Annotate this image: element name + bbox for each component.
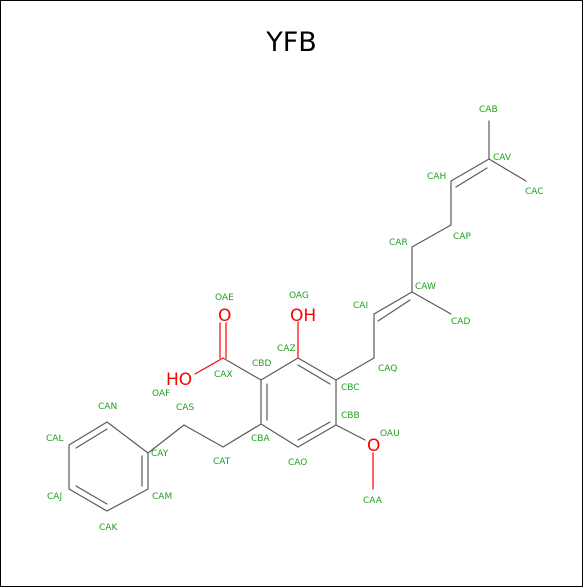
acid-hydroxyl-label: HO xyxy=(166,370,192,390)
atom-label: CAT xyxy=(213,457,231,467)
atom-label: CAM xyxy=(152,492,172,502)
bond xyxy=(450,158,490,182)
bond xyxy=(183,424,224,448)
bond xyxy=(260,357,299,381)
bond xyxy=(335,424,366,441)
bond xyxy=(411,291,452,315)
bond xyxy=(75,485,108,505)
bond xyxy=(297,364,331,385)
atom-label: CBA xyxy=(251,434,270,444)
bond xyxy=(75,428,108,449)
bond xyxy=(488,158,527,182)
atom-label: CAJ xyxy=(47,492,62,502)
bond xyxy=(194,357,224,375)
bond xyxy=(335,357,375,381)
atom-labels: CAB CAV CAC CAH CAP CAR CAW CAI CAD OAE … xyxy=(46,105,544,533)
atom-label: CAH xyxy=(427,172,446,182)
bond xyxy=(411,224,452,248)
bond xyxy=(377,299,411,322)
bond xyxy=(106,421,149,454)
atom-label: CAB xyxy=(479,105,498,115)
atom-label: CAR xyxy=(389,238,408,248)
atom-label: CAO xyxy=(288,458,307,468)
bond xyxy=(373,291,413,315)
bond xyxy=(222,423,262,448)
atom-label: CAA xyxy=(363,496,383,506)
bond xyxy=(147,424,185,454)
atom-label: OAE xyxy=(215,293,234,303)
atom-label: CAQ xyxy=(378,364,397,374)
atom-label: OAU xyxy=(380,429,400,439)
atom-label: CBC xyxy=(341,383,360,393)
atom-label: CAD xyxy=(451,317,470,327)
bonds-layer xyxy=(68,120,527,512)
atom-label: CAN xyxy=(98,402,117,412)
atom-label: OAF xyxy=(152,389,170,399)
phenol-hydroxyl-label: OH xyxy=(290,306,316,326)
atom-label: CBB xyxy=(341,411,360,421)
atom-label: OAG xyxy=(289,291,309,301)
bond xyxy=(68,488,108,512)
bond xyxy=(260,423,299,448)
atom-label: CAW xyxy=(415,282,436,292)
bond xyxy=(455,167,488,188)
bond xyxy=(68,421,108,446)
methoxy-oxygen-label: O xyxy=(367,436,380,456)
atom-label: CAY xyxy=(151,449,169,459)
atom-label: CAL xyxy=(46,434,63,444)
atom-label: CBD xyxy=(252,359,271,369)
atom-label: CAK xyxy=(99,523,118,533)
bond xyxy=(106,488,149,512)
atom-label: CAZ xyxy=(277,344,296,354)
bond xyxy=(297,424,337,448)
bond xyxy=(297,421,331,441)
atom-label: CAC xyxy=(525,187,544,197)
atom-label: CAP xyxy=(453,232,471,242)
molecule-title: YFB xyxy=(266,27,317,58)
atom-label: CAX xyxy=(214,370,233,380)
bond xyxy=(297,357,337,381)
atom-label: CAV xyxy=(493,153,512,163)
heteroatom-labels: O HO OH O xyxy=(166,306,380,456)
atom-label: CAS xyxy=(176,403,194,413)
bond xyxy=(222,357,262,381)
atom-label: CAI xyxy=(353,301,368,311)
carbonyl-oxygen-label: O xyxy=(218,306,231,326)
